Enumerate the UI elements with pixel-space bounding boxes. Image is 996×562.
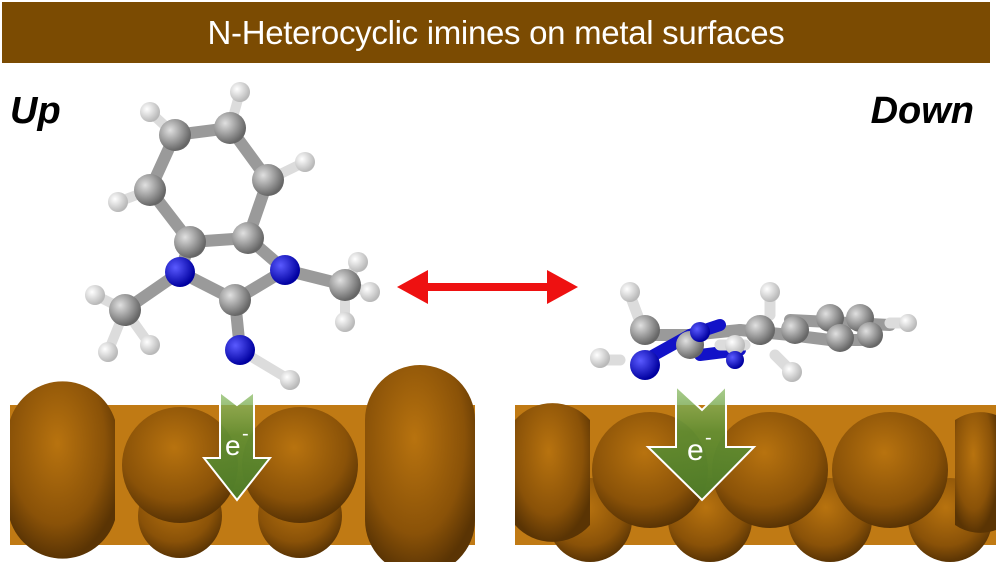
up-label: Up [10,90,61,132]
title-banner: N-Heterocyclic imines on metal surfaces [2,2,990,63]
electron-label-left: e [225,430,241,461]
molecule-down [590,282,917,382]
down-label: Down [870,90,974,132]
electron-label-right: e [687,434,704,467]
molecule-up [85,82,380,390]
equilibrium-double-arrow [397,270,578,304]
electron-transfer-arrow-right: e - [645,383,757,502]
metal-surface-right [515,403,996,562]
electron-charge-right: - [705,427,712,449]
electron-transfer-arrow-left: e - [201,389,273,502]
electron-charge-left: - [242,423,249,445]
title-text: N-Heterocyclic imines on metal surfaces [207,13,785,51]
